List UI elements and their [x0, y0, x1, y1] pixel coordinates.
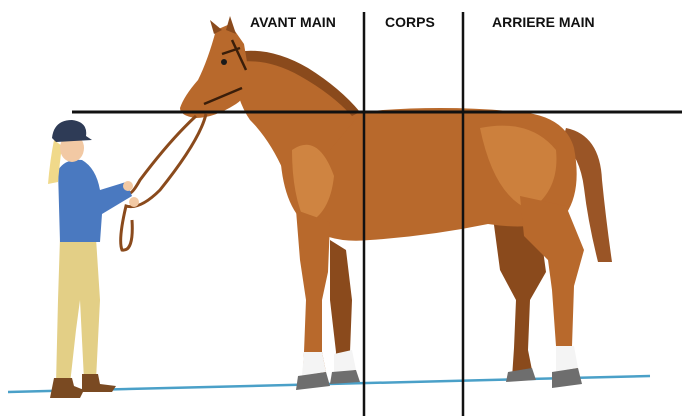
horse-eye — [221, 59, 227, 65]
label-body: CORPS — [385, 14, 435, 30]
hoof — [330, 370, 360, 384]
boot — [50, 378, 84, 398]
handler-legs — [56, 238, 100, 384]
hand — [129, 197, 139, 207]
horse-head — [180, 24, 250, 118]
riding-cap — [52, 120, 92, 142]
hoof — [506, 368, 536, 382]
lead-rein — [121, 114, 206, 250]
boot — [82, 374, 116, 392]
white-sock — [302, 352, 326, 376]
handler — [48, 114, 206, 398]
label-forehand: AVANT MAIN — [250, 14, 336, 30]
horse — [180, 16, 612, 390]
label-hindquarters: ARRIERE MAIN — [492, 14, 595, 30]
hoof — [296, 372, 330, 390]
white-sock — [556, 346, 578, 372]
hand — [123, 181, 133, 191]
